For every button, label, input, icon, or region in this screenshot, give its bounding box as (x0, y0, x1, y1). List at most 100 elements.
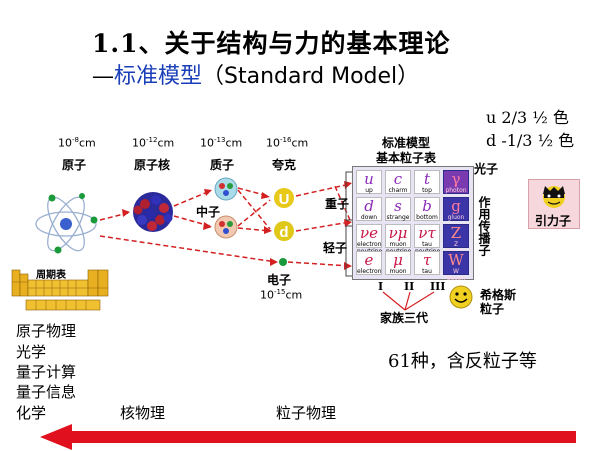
particle-symbol: ντ (418, 224, 436, 242)
label-quark: 夸克 (272, 158, 297, 172)
particle-symbol: b (422, 197, 432, 215)
higgs-smiley-icon (449, 285, 473, 309)
dashed-arrows (99, 183, 351, 267)
up-quark-icon: U (274, 188, 294, 208)
particle-symbol: νe (360, 224, 378, 242)
particle-name: W boson (446, 268, 466, 282)
particle-symbol: d (364, 197, 374, 215)
periodic-table-icon (11, 269, 109, 311)
graviton-face-icon (543, 186, 565, 208)
label-lepton: 轻子 (323, 241, 348, 255)
scale-electron: 10-15cm (260, 288, 303, 302)
table-title-line1: 标准模型 (382, 136, 431, 150)
particle-symbol: g (451, 197, 461, 215)
label-photon: 光子 (474, 162, 499, 176)
down-quark-letter: d (279, 224, 288, 241)
label-higgs-line2: 粒子 (480, 302, 505, 316)
particle-symbol: t (423, 170, 431, 188)
particle-name: photon (445, 187, 467, 194)
table-title-line2: 基本粒子表 (376, 151, 437, 165)
particle-name: muon (389, 268, 407, 275)
particle-cell: ZZ boson (443, 224, 469, 255)
label-graviton: 引力子 (535, 214, 572, 228)
down-quark-icon: d (274, 221, 294, 241)
scale-nucleus: 10-12cm (132, 136, 175, 150)
label-atom: 原子 (62, 158, 87, 172)
slide-title: 1.1、关于结构与力的基本理论 (92, 29, 451, 58)
label-hadron: 重子 (325, 197, 350, 211)
particle-symbol: νμ (388, 224, 408, 242)
particle-name: gluon (447, 214, 465, 221)
label-force-carriers: 作用传播子 (477, 196, 491, 256)
neutron-icon (214, 215, 238, 239)
particle-symbol: τ (422, 251, 432, 269)
subtitle-chinese: 标准模型 (114, 64, 203, 89)
field-optics: 光学 (16, 343, 47, 361)
nucleus-icon (133, 192, 173, 232)
scale-quark: 10-16cm (266, 136, 309, 150)
particle-symbol: c (393, 170, 403, 188)
particle-symbol: u (364, 170, 374, 188)
down-quark-charge: d -1/3 ½ 色 (486, 131, 575, 150)
subtitle-dash: — (92, 64, 114, 89)
up-quark-charge: u 2/3 ½ 色 (486, 108, 569, 127)
particle-name: down (360, 214, 378, 221)
field-quantum-computing: 量子计算 (16, 363, 77, 381)
particle-name: charm (388, 187, 408, 194)
field-nuclear-physics: 核物理 (120, 404, 166, 422)
table-brackets (345, 171, 352, 277)
graviton-box: 引力子 (528, 179, 580, 229)
atom-icon (35, 193, 98, 254)
particle-name: up (365, 187, 373, 194)
label-electron: 电子 (267, 273, 292, 287)
subtitle-english: （Standard Model） (202, 64, 420, 89)
family-arrows (382, 291, 435, 311)
particle-symbol: Z (450, 224, 462, 242)
particle-symbol: s (394, 197, 402, 215)
particle-name: top (422, 187, 432, 194)
particle-name: electron (357, 268, 382, 275)
family-II: II (404, 280, 415, 293)
particle-name: strange (386, 214, 410, 221)
field-particle-physics: 粒子物理 (276, 404, 337, 422)
scale-nucleon: 10-13cm (200, 136, 243, 150)
field-chemistry: 化学 (16, 404, 47, 422)
electron-dot (279, 258, 287, 266)
label-nucleus: 原子核 (134, 158, 171, 172)
scale-direction-arrow (40, 424, 576, 450)
particle-symbol: μ (393, 251, 403, 269)
label-neutron: 中子 (196, 205, 221, 219)
up-quark-letter: U (279, 191, 290, 208)
field-atomic-physics: 原子物理 (16, 322, 77, 340)
family-III: III (430, 280, 446, 293)
particle-count-note: 61种，含反粒子等 (388, 351, 537, 372)
particle-symbol: e (364, 251, 374, 269)
particle-name: bottom (416, 214, 438, 221)
field-quantum-information: 量子信息 (16, 383, 77, 401)
label-three-families: 家族三代 (380, 311, 429, 325)
particle-symbol: γ (451, 170, 461, 188)
proton-icon (214, 177, 238, 201)
particle-symbol: W (448, 251, 464, 269)
family-I: I (378, 280, 384, 293)
slide-subtitle: —标准模型（Standard Model） (92, 58, 419, 90)
label-higgs-line1: 希格斯 (480, 288, 517, 302)
particle-name: tau (422, 268, 432, 275)
scale-atom: 10-8cm (58, 136, 96, 150)
